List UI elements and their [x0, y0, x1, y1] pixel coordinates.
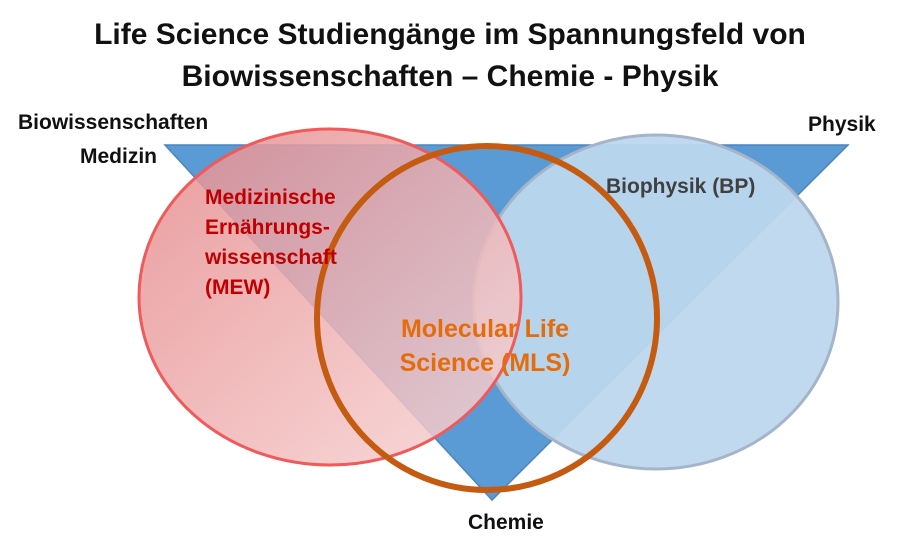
mew-label-line: Medizinische — [205, 186, 336, 209]
bp-label: Biophysik (BP) — [606, 175, 756, 198]
mew-label-line: wissenschaft — [205, 246, 337, 269]
mls-circle — [314, 143, 660, 493]
mls-label-line: Molecular Life — [400, 315, 570, 343]
title-line-2: Biowissenschaften – Chemie - Physik — [181, 60, 719, 93]
mew-label: Medizinische Ernährungs- wissenschaft (M… — [205, 183, 337, 303]
corner-label-medizin: Medizin — [80, 145, 157, 168]
mls-label-line: Science (MLS) — [399, 349, 571, 377]
corner-label-biowissenschaften: Biowissenschaften — [18, 111, 209, 134]
corner-label-physik: Physik — [808, 113, 876, 136]
corner-label-chemie: Chemie — [468, 511, 544, 534]
page-title: Life Science Studiengänge im Spannungsfe… — [0, 14, 900, 98]
mew-label-line: Ernährungs- — [205, 216, 330, 239]
title-line-1: Life Science Studiengänge im Spannungsfe… — [94, 18, 806, 51]
mls-label: Molecular Life Science (MLS) — [375, 312, 595, 380]
mew-circle — [137, 127, 523, 467]
mew-label-line: (MEW) — [205, 276, 271, 299]
